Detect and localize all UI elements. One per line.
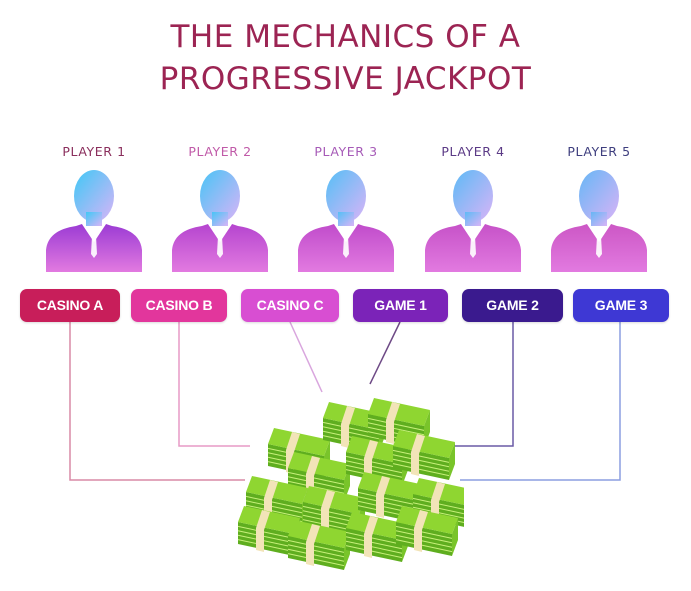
player-5-label: PLAYER 5 <box>567 144 631 159</box>
player-2-avatar-icon <box>168 166 272 272</box>
player-3-avatar-icon <box>294 166 398 272</box>
player-1-avatar-icon <box>42 166 146 272</box>
connector-casino-b <box>178 322 250 447</box>
connector-game-1 <box>369 321 401 385</box>
money-stack-icon <box>237 398 464 570</box>
cash-stack-6 <box>392 430 455 480</box>
tag-game-3: GAME 3 <box>573 289 669 322</box>
cash-stack-13 <box>345 512 408 562</box>
tag-game-2: GAME 2 <box>462 289 563 322</box>
player-1-label: PLAYER 1 <box>62 144 126 159</box>
cash-stack-8 <box>302 486 365 536</box>
player-3-label: PLAYER 3 <box>314 144 378 159</box>
diagram-title-line-1: THE MECHANICS OF A <box>170 19 521 55</box>
tag-casino-c: CASINO C <box>241 289 339 322</box>
connector-game-2 <box>455 322 514 447</box>
player-4-avatar-icon <box>421 166 525 272</box>
connector-casino-c <box>289 321 323 393</box>
connector-casino-a <box>69 322 245 481</box>
player-4-label: PLAYER 4 <box>441 144 505 159</box>
cash-stack-12 <box>287 520 350 570</box>
diagram-title-line-2: PROGRESSIVE JACKPOT <box>159 61 532 97</box>
connector-game-3 <box>460 322 621 481</box>
tag-casino-a: CASINO A <box>20 289 120 322</box>
player-2-label: PLAYER 2 <box>188 144 252 159</box>
cash-stack-14 <box>395 506 458 556</box>
tag-game-1: GAME 1 <box>353 289 448 322</box>
tag-casino-b: CASINO B <box>131 289 227 322</box>
player-5-avatar-icon <box>547 166 651 272</box>
